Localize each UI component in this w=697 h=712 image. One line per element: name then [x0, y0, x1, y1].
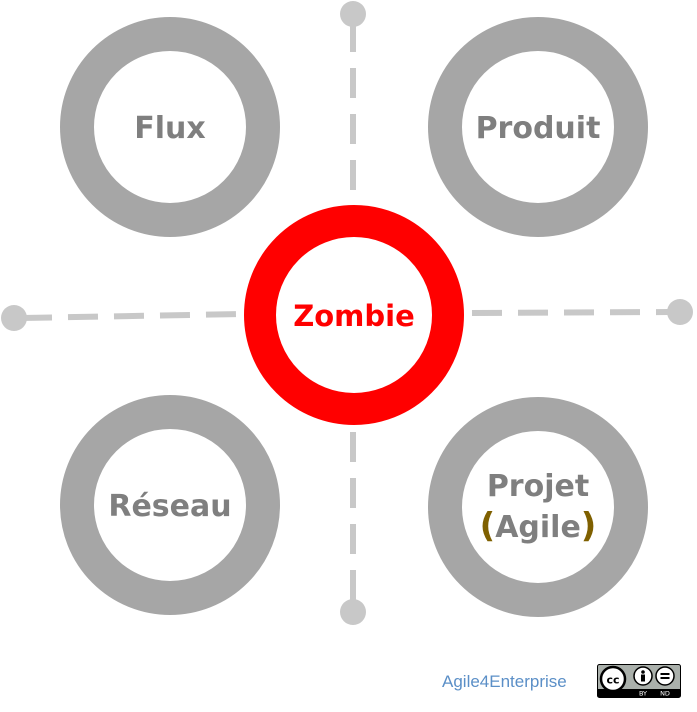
nd-label: ND — [660, 690, 670, 698]
node-flux-ring — [60, 17, 280, 237]
node-projet-ring — [428, 397, 648, 617]
node-projet: Projet (Agile) — [428, 397, 648, 617]
node-projet-label-line1: Projet — [487, 469, 589, 504]
nd-icon-bar-bottom — [660, 677, 670, 679]
cc-badge-dark-band — [598, 689, 680, 697]
node-projet-paren-open: ( — [480, 506, 496, 546]
by-icon-body — [641, 674, 645, 682]
footer-brand: Agile4Enterprise — [442, 672, 567, 691]
node-projet-paren-close: ) — [581, 506, 597, 546]
cc-icon — [599, 665, 627, 693]
by-label: BY — [639, 690, 647, 698]
node-produit: Produit — [428, 17, 648, 237]
vertical-axis — [340, 1, 366, 625]
horizontal-axis-left-endpoint — [1, 305, 27, 331]
node-flux-label: Flux — [134, 111, 205, 146]
nd-icon-bar-top — [660, 673, 670, 675]
node-reseau-ring — [60, 395, 280, 615]
node-flux: Flux — [60, 17, 280, 237]
horizontal-axis-left-line — [21, 311, 244, 321]
node-zombie-ring — [244, 205, 464, 425]
cc-license-badge: cc BY ND — [597, 664, 681, 698]
node-projet-label-agile: Agile — [495, 510, 581, 545]
by-icon-head — [641, 670, 645, 674]
cc-icon-text: cc — [606, 674, 619, 687]
node-produit-label: Produit — [476, 111, 601, 146]
node-reseau: Réseau — [60, 395, 280, 615]
horizontal-axis-right-line — [471, 309, 671, 316]
node-reseau-label: Réseau — [108, 489, 231, 524]
node-zombie-label: Zombie — [293, 299, 415, 333]
horizontal-axis-right-endpoint — [667, 299, 693, 325]
node-produit-ring — [428, 17, 648, 237]
node-projet-label-line2: (Agile) — [480, 506, 597, 546]
node-zombie: Zombie — [244, 205, 464, 425]
vertical-axis-bottom-endpoint — [340, 599, 366, 625]
nd-icon — [655, 666, 675, 686]
horizontal-axis — [1, 299, 693, 331]
vertical-axis-top-endpoint — [340, 1, 366, 27]
